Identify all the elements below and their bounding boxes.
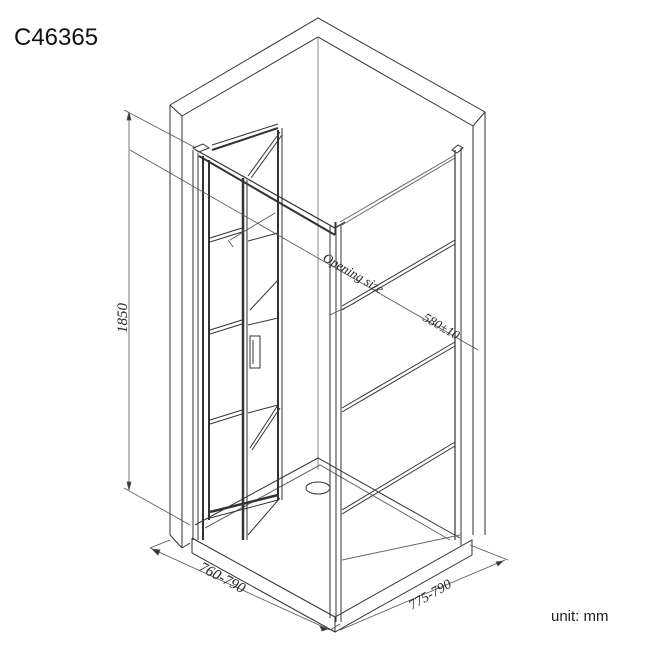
unit-label: unit: mm [551,608,609,625]
left-wall-profile [191,143,211,540]
bifold-door-panel-2 [211,123,283,536]
shower-tray [191,457,473,633]
bifold-door-panel-1 [208,160,279,540]
top-rail [195,149,346,236]
wall-outline [169,17,486,549]
side-width-dimension: 775-790 [407,577,455,613]
door-handle [249,335,261,369]
height-dimension: 1850 [115,303,131,334]
dimension-lines [123,109,509,632]
side-panel [339,144,464,561]
corner-post [329,222,342,622]
model-code: C46365 [14,24,99,51]
opening-size-value: 580±10 [421,310,463,343]
